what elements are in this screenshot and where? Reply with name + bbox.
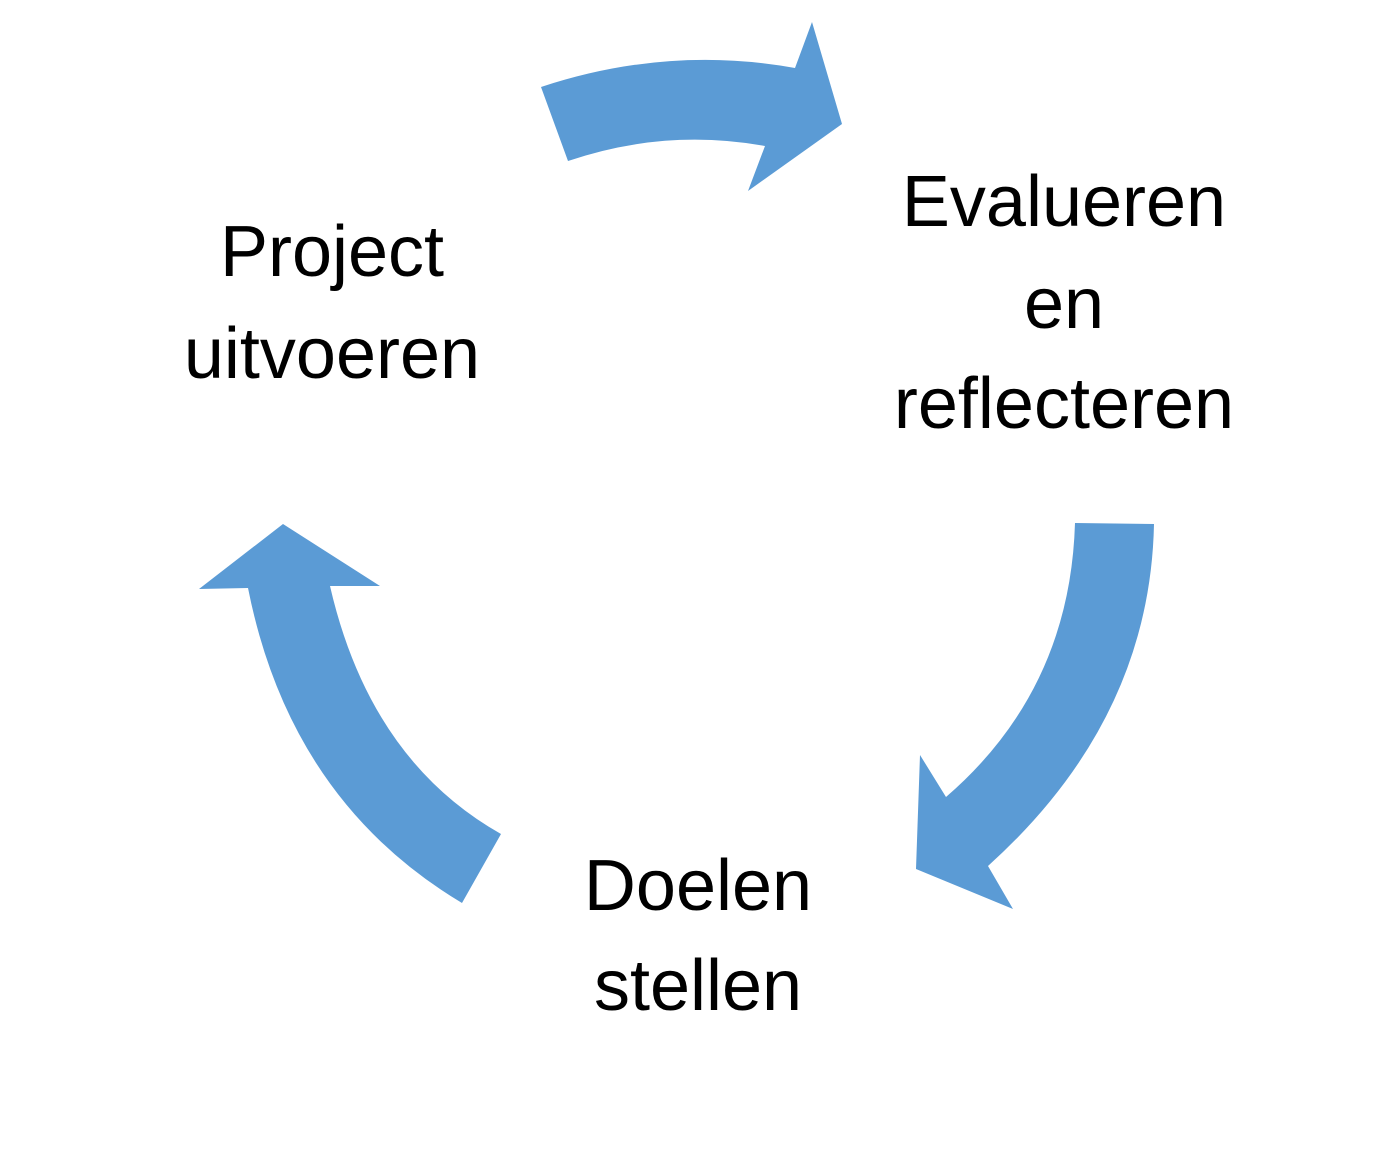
arrow-doelen-to-project [199,524,501,903]
step-project: Project uitvoeren [184,212,480,394]
arrow-project-to-evalueren [541,22,842,191]
step-label-line: reflecteren [894,364,1234,444]
step-label-line: Evalueren [902,162,1226,242]
step-label-line: uitvoeren [184,314,480,394]
step-doelen: Doelen stellen [584,846,812,1026]
step-label-line: Project [220,212,444,292]
step-label-line: stellen [594,946,802,1026]
step-evalueren: Evalueren en reflecteren [894,162,1234,444]
step-label-line: en [1024,264,1104,344]
arrow-evalueren-to-doelen [916,523,1154,909]
step-label-line: Doelen [584,846,812,926]
